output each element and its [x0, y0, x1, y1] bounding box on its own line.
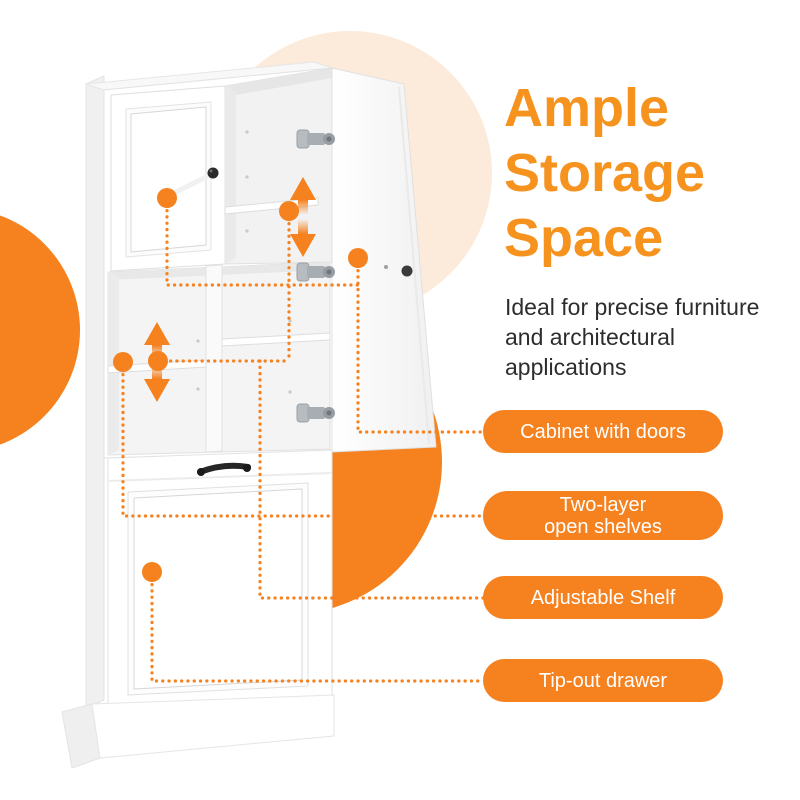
- callout-line-tip-out-drawer: [150, 570, 485, 683]
- lower-cabinet: [107, 449, 333, 705]
- door-knob-highlight: [209, 169, 213, 173]
- callout-connectors: [121, 196, 485, 683]
- orange-circle-left-decoration: [0, 215, 80, 445]
- subtitle: Ideal for precise furniture and architec…: [505, 292, 759, 382]
- feature-dot-top-shelf: [279, 201, 299, 221]
- door-knob: [207, 167, 219, 179]
- upper-left-door: [110, 85, 226, 272]
- feature-dots: [113, 188, 368, 582]
- callout-label: Tip-out drawer: [538, 669, 668, 692]
- callout-line-cabinet-doors: [165, 196, 485, 434]
- middle-divider: [205, 264, 223, 453]
- subtitle-line-1: Ideal for precise furniture: [505, 294, 760, 320]
- middle-open-shelves: [107, 261, 331, 456]
- subtitle-line-3: applications: [505, 354, 627, 380]
- callout-label-line2: open shelves: [544, 515, 662, 538]
- cabinet-left-side: [85, 75, 105, 709]
- callout-label: Cabinet with doors: [520, 420, 686, 443]
- callout-pill-two-layer-open-shelves: Two-layer open shelves: [483, 491, 723, 540]
- callout-pill-adjustable-shelf: Adjustable Shelf: [483, 576, 723, 619]
- open-right-door: [331, 67, 437, 453]
- feature-dot-right-door: [348, 248, 368, 268]
- shelf-middle-right: [221, 332, 331, 347]
- door-knob-reflection: [171, 173, 211, 196]
- title-line-1: Ample: [504, 78, 670, 138]
- subtitle-line-2: and architectural: [505, 324, 676, 350]
- page-title: Ample Storage Space: [504, 76, 705, 271]
- adjustable-shelf-top: [224, 197, 319, 215]
- feature-dot-drawer: [142, 562, 162, 582]
- callout-pill-tip-out-drawer: Tip-out drawer: [483, 659, 723, 702]
- door-hinges: [296, 129, 335, 423]
- callout-pill-cabinet-with-doors: Cabinet with doors: [483, 410, 723, 453]
- callout-line-open-shelves: [121, 360, 485, 518]
- callout-label: Adjustable Shelf: [530, 586, 676, 609]
- door-hinge-middle: [296, 262, 335, 282]
- upper-open-compartment: [224, 67, 333, 265]
- callout-line-adjustable-shelf: [156, 209, 485, 600]
- feature-dot-left-door: [157, 188, 177, 208]
- right-door-knob: [401, 265, 413, 277]
- door-hinge-top: [296, 129, 335, 149]
- title-line-2: Storage: [504, 143, 706, 203]
- cabinet: [61, 61, 437, 769]
- feature-dot-open-shelves: [113, 352, 133, 372]
- title-line-3: Space: [504, 208, 664, 268]
- plinth-base: [61, 694, 335, 769]
- door-hinge-bottom: [296, 403, 335, 423]
- callout-label: Two-layer: [559, 493, 647, 516]
